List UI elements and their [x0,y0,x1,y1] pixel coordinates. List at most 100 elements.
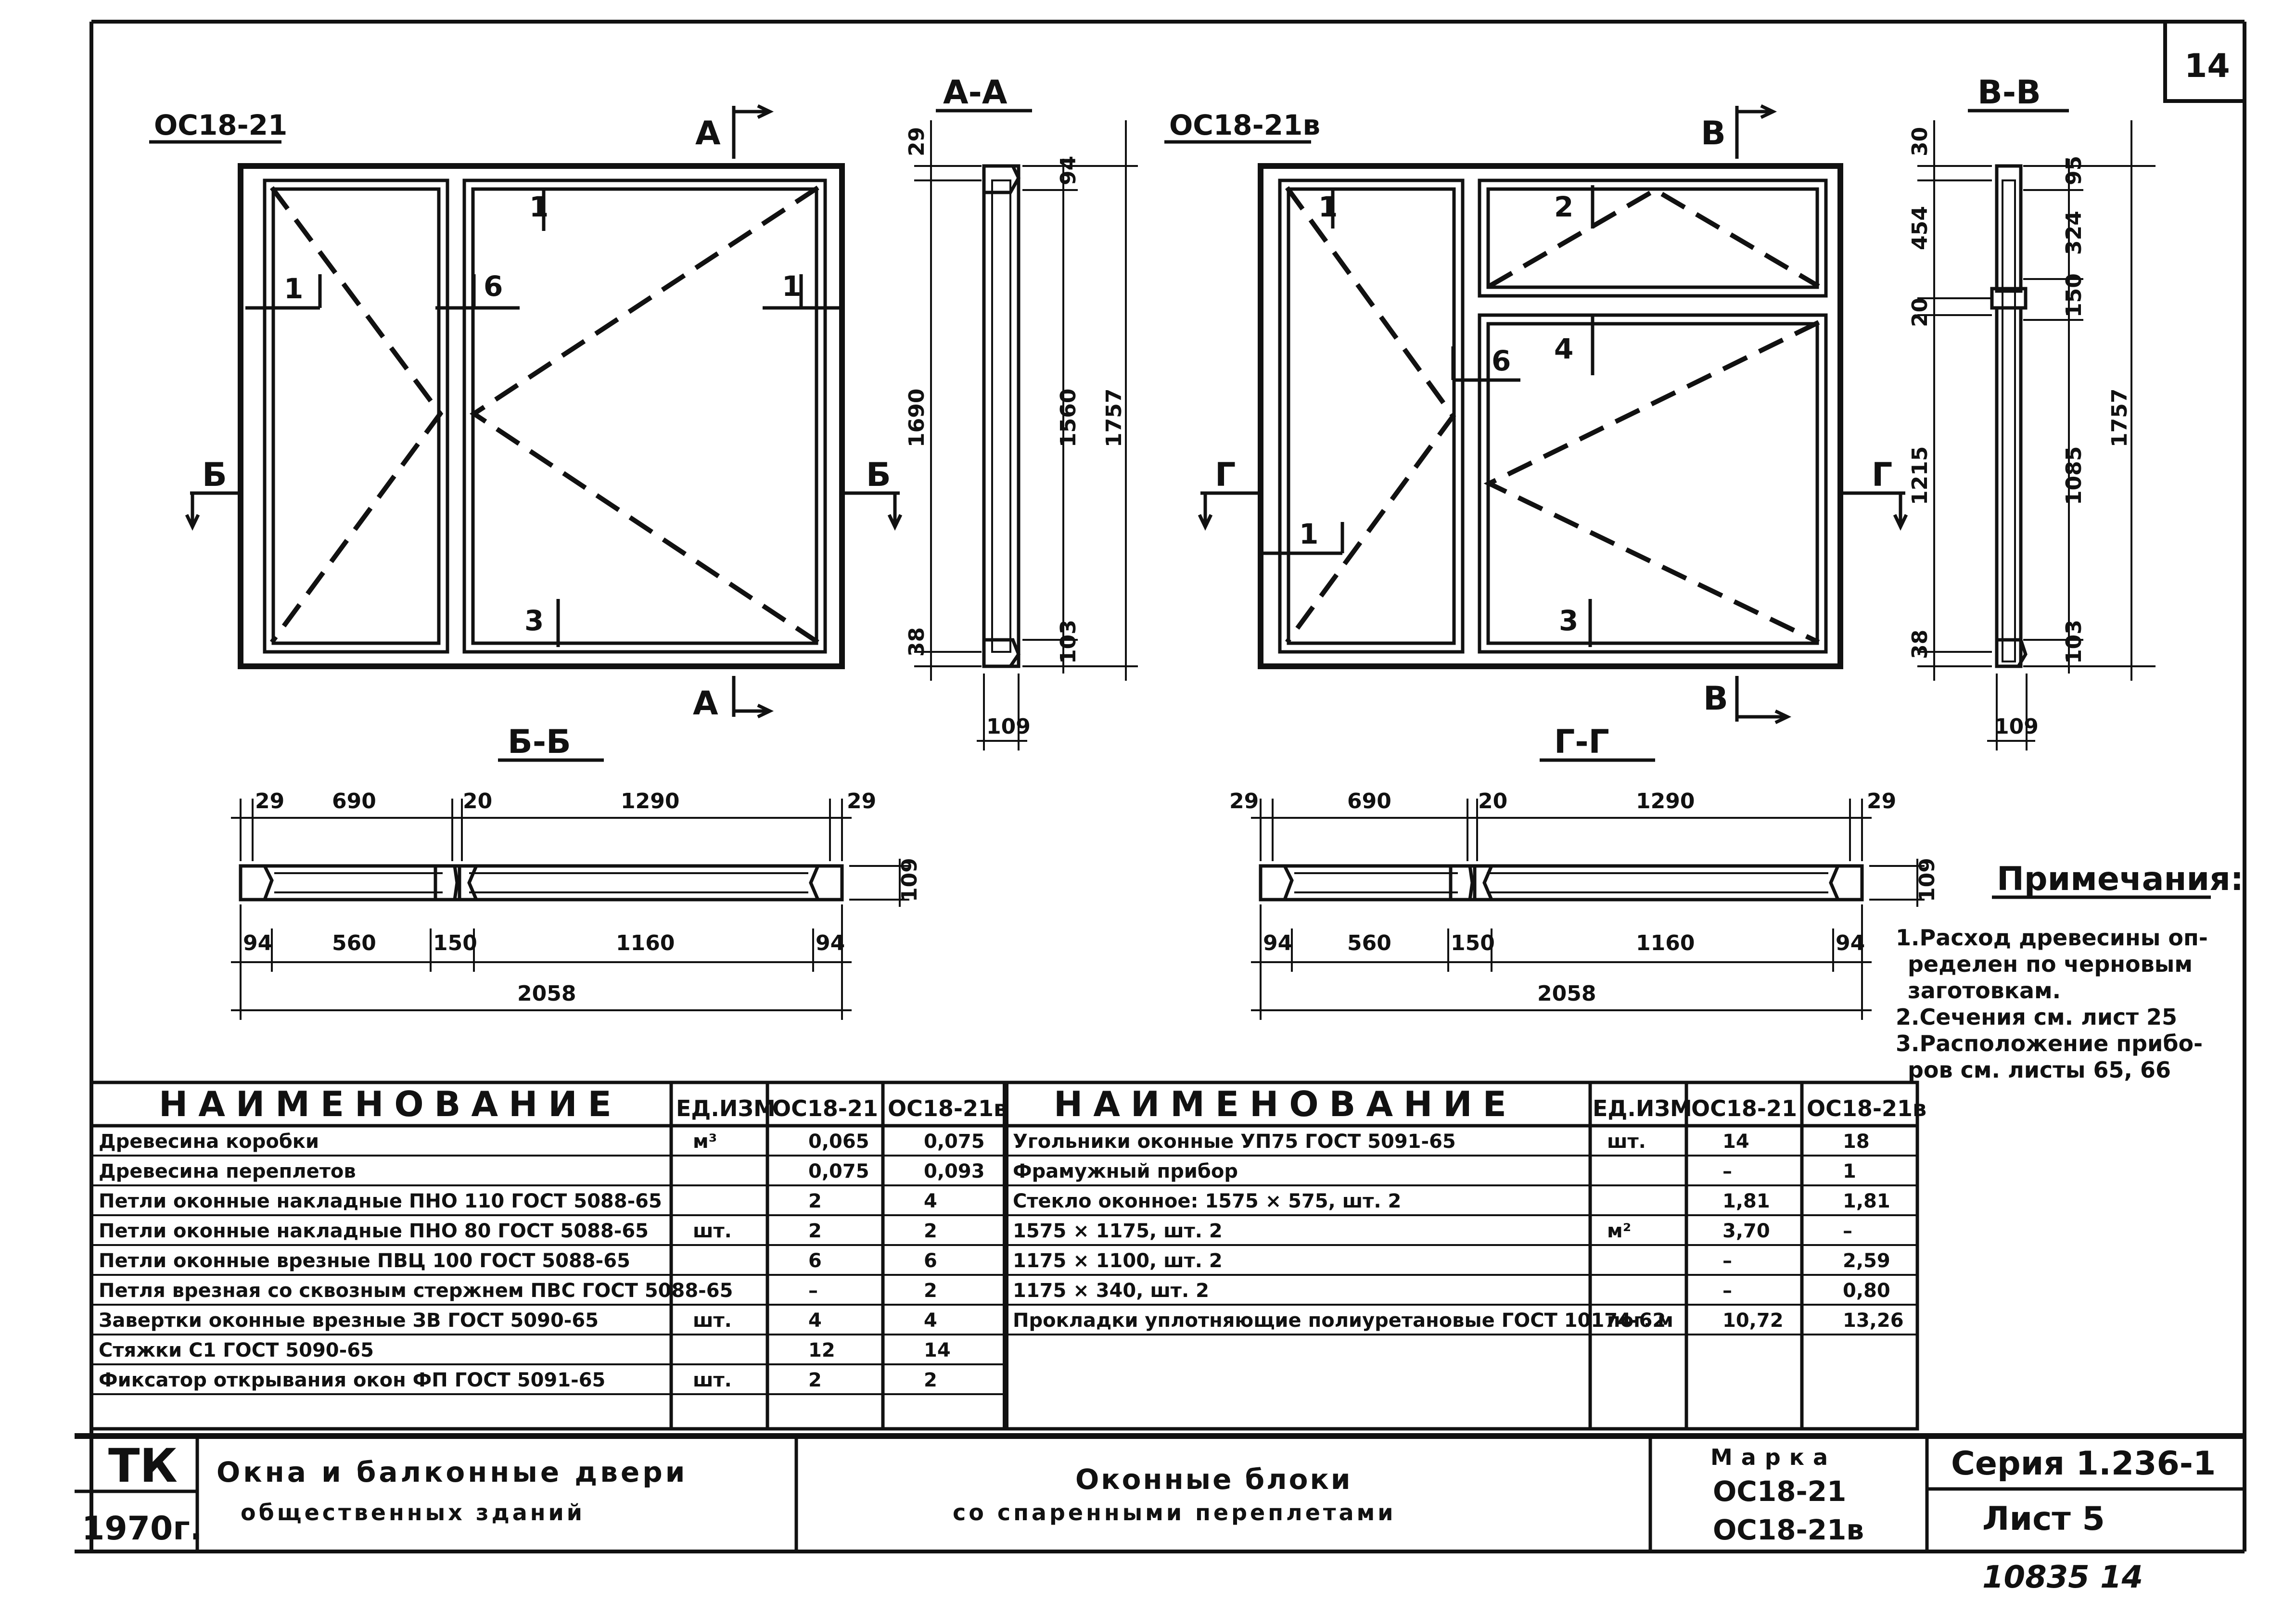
section-g-right: Г [1872,456,1892,494]
dim: 1757 [2107,389,2132,447]
dim: 1215 [1908,446,1932,505]
note-line: 1.Расход древесины оп- [1896,925,2208,951]
sheet-number: 14 [2184,47,2230,85]
title-project-line2: общественных зданий [241,1500,585,1526]
right-mark-label: ОС18-21в [1169,109,1320,141]
table-left-header-name: НАИМЕНОВАНИЕ [159,1084,622,1124]
table-cell-value: 1,81 [1843,1190,1890,1212]
note-line: ределен по черновым [1908,951,2193,977]
table-cell-value: 1,81 [1722,1190,1770,1212]
callout: 6 [484,270,503,303]
table-cell-value: – [1722,1280,1732,1302]
title-block-grid [75,1433,2245,1551]
dim: 103 [2062,620,2086,664]
section-b-right: Б [866,456,891,494]
left-section-markers: А А Б Б [185,104,903,723]
callout: 1 [1299,518,1318,550]
table-cell-value: – [808,1280,818,1302]
dim: 2058 [1537,981,1596,1006]
section-bb-title: Б-Б [508,723,571,761]
table-cell-value: – [1843,1220,1852,1242]
section-gg-title: Г-Г [1554,723,1609,761]
title-series: Серия 1.236-1 [1951,1445,2216,1483]
spec-table-grid [89,1081,1919,1431]
dim: 29 [1229,789,1259,814]
dim: 1160 [1636,931,1695,955]
table-cell-value: 6 [924,1250,937,1272]
callout: 1 [782,270,801,303]
table-cell-name: Петли оконные врезные ПВЦ 100 ГОСТ 5088-… [99,1250,630,1272]
dim: 1085 [2062,446,2086,505]
table-cell-name: Фиксатор открывания окон ФП ГОСТ 5091-65 [99,1369,605,1391]
table-cell-value: 0,065 [808,1131,869,1153]
table-cell-name: Фрамужный прибор [1013,1160,1238,1182]
dim: 690 [1347,789,1391,814]
table-cell-value: – [1722,1250,1732,1272]
section-vv-profile [1990,164,2028,668]
table-cell-unit: м² [1607,1220,1631,1242]
section-a-top: А [695,114,721,153]
table-cell-value: 3,70 [1722,1220,1770,1242]
table-cell-name: 1175 × 1100, шт. 2 [1013,1250,1223,1272]
callout: 1 [1318,191,1338,223]
dim: 20 [1908,298,1932,327]
section-g-left: Г [1215,456,1236,494]
notes: Примечания: 1.Расход древесины оп- редел… [1896,860,2244,1083]
table-cell-value: 2,59 [1843,1250,1890,1272]
section-v-top: В [1701,114,1726,153]
section-v-bottom: В [1703,680,1728,718]
title-sheet-line1: Оконные блоки [1075,1463,1352,1496]
dim: 560 [332,931,376,955]
dim: 150 [433,931,477,955]
table-cell-value: 0,80 [1843,1280,1890,1302]
title-mark-label: Марка [1710,1444,1837,1470]
table-cell-value: 18 [1843,1131,1870,1153]
table-right-header-unit: ЕД.ИЗМ [1593,1095,1692,1121]
title-project-line1: Окна и балконные двери [217,1456,688,1488]
callout: 1 [284,272,303,305]
section-gg-profile [1259,864,1864,902]
left-callouts: 1 1 1 6 3 [245,188,840,647]
table-right-header-col2: ОС18-21в [1807,1095,1926,1121]
right-section-markers: В В Г Г [1198,104,1908,725]
table-cell-value: 0,093 [924,1160,985,1182]
title-sheet: Лист 5 [1982,1500,2105,1538]
dim: 560 [1347,931,1391,955]
section-vv-title: В-В [1977,74,2041,112]
table-cell-name: Завертки оконные врезные ЗВ ГОСТ 5090-65 [99,1310,599,1332]
dim: 2058 [517,981,576,1006]
table-cell-value: 2 [808,1369,822,1391]
table-cell-value: 6 [808,1250,822,1272]
table-right-header-col1: ОС18-21 [1691,1095,1797,1121]
dim: 29 [847,789,876,814]
title-org: ТК [108,1439,178,1493]
table-cell-unit: шт. [693,1220,732,1242]
table-cell-name: Древесина переплетов [99,1160,356,1182]
table-cell-name: Стекло оконное: 1575 × 575, шт. 2 [1013,1190,1401,1212]
notes-title: Примечания: [1997,860,2244,898]
table-cell-value: 2 [808,1190,822,1212]
dim: 150 [2062,273,2086,318]
dim: 103 [1056,620,1081,664]
section-aa-dimensions: 29 1690 38 94 1560 103 1757 109 [905,120,1138,750]
table-left-header-unit: ЕД.ИЗМ [676,1095,776,1121]
dim: 109 [1994,714,2039,739]
section-bb-dimensions: 29 690 20 1290 29 94 560 150 1160 94 205… [231,789,922,1020]
table-cell-unit: пог. м [1607,1310,1673,1332]
table-cell-value: 2 [924,1220,937,1242]
table-cell-value: 2 [808,1220,822,1242]
dim: 29 [1867,789,1896,814]
note-line: ров см. листы 65, 66 [1908,1057,2171,1083]
dim: 94 [1056,156,1081,185]
dim: 109 [1915,858,1939,902]
left-mark-label: ОС18-21 [154,109,287,141]
dim: 324 [2062,211,2086,255]
table-cell-unit: шт. [693,1369,732,1391]
dim: 38 [1908,630,1932,659]
callout: 3 [524,604,544,637]
table-cell-name: Древесина коробки [99,1131,319,1153]
callout: 4 [1554,332,1573,365]
section-aa-profile [982,164,1020,668]
